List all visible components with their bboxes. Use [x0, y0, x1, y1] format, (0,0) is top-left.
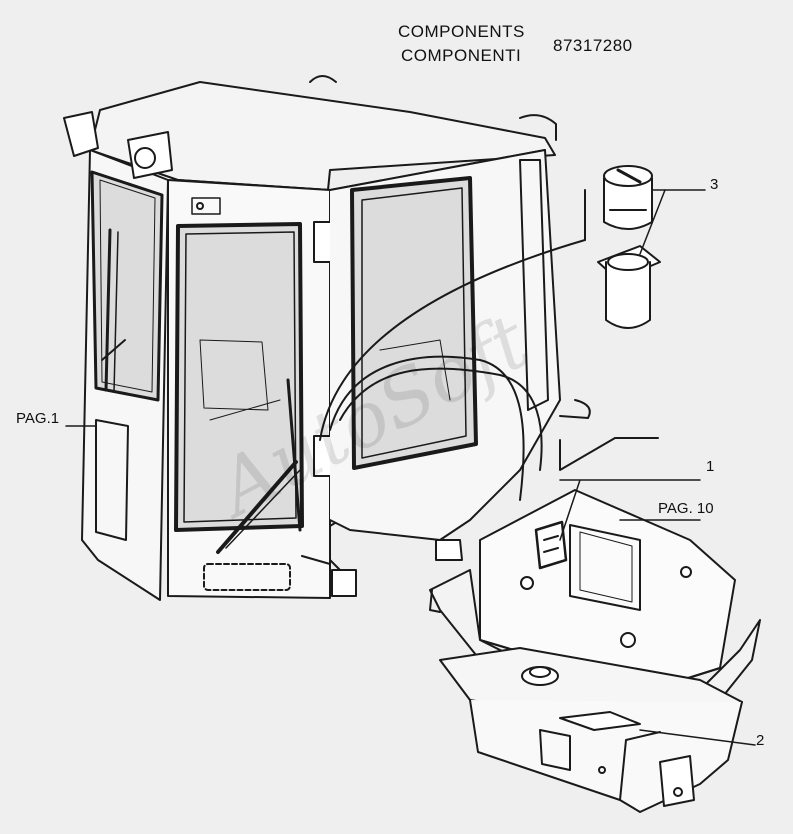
control-unit [429, 489, 761, 713]
page-ref-right: PAG. 10 [658, 500, 714, 517]
tank-assembly [439, 647, 756, 813]
page-ref-left: PAG.1 [16, 410, 60, 427]
front-wiper [216, 378, 302, 554]
part-number: 87317280 [553, 36, 633, 55]
unit-panel [569, 524, 641, 611]
callout-2: 2 [756, 732, 765, 749]
latch [331, 569, 357, 597]
left-side-window [90, 170, 164, 402]
leader-line-1 [559, 479, 701, 541]
switch [534, 520, 568, 570]
callout-1: 1 [706, 458, 715, 475]
cap-assembly [597, 165, 706, 329]
cap-sleeve [605, 261, 651, 329]
tank-bracket [659, 755, 695, 807]
header-title-it: COMPONENTI [401, 46, 522, 65]
cab-assembly [63, 75, 659, 601]
id-plate [191, 197, 221, 215]
callout-3: 3 [710, 176, 719, 193]
rear-wiper [101, 228, 126, 393]
right-side-window [350, 176, 478, 470]
header-title-en: COMPONENTS [398, 22, 525, 41]
indicator-light [520, 576, 534, 590]
mirror [63, 111, 99, 157]
door-glass [174, 222, 304, 532]
wiring-harness [319, 239, 586, 441]
